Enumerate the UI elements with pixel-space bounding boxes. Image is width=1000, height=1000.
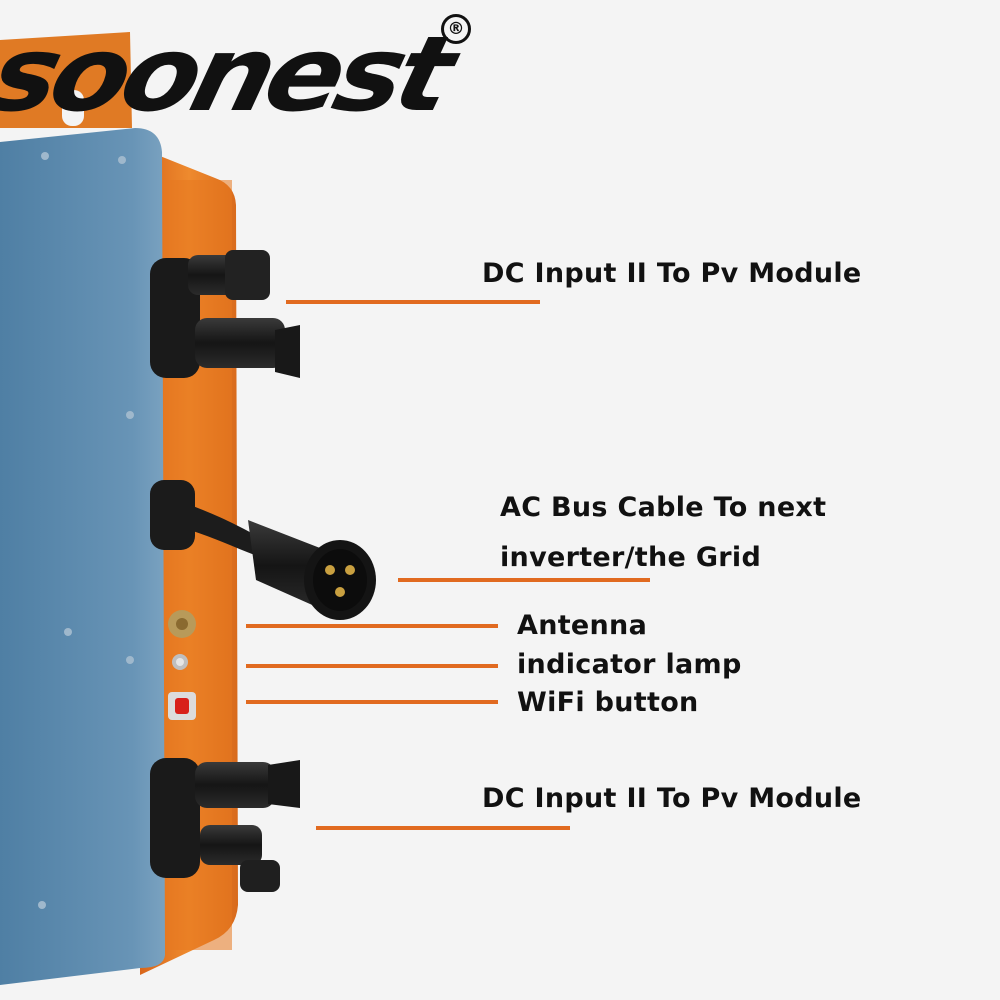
label-wifi-button: WiFi button	[517, 687, 699, 718]
label-dc-input-top: DC Input II To Pv Module	[482, 258, 862, 289]
registered-mark: ®	[441, 14, 471, 44]
ac-bus-cable	[150, 480, 376, 620]
label-dc-input-bottom: DC Input II To Pv Module	[482, 783, 862, 814]
brand-logo: soonest	[0, 13, 461, 135]
label-antenna: Antenna	[517, 610, 648, 641]
panel-screw	[41, 152, 49, 160]
label-ac-bus-line1: AC Bus Cable To next	[500, 492, 827, 523]
wifi-button	[168, 692, 196, 720]
panel-screw	[38, 901, 46, 909]
panel-screw	[126, 411, 134, 419]
dc-connector-bottom	[150, 758, 300, 892]
panel-screw	[118, 156, 126, 164]
dc-connector-top	[150, 250, 300, 378]
leader-dc-input-top	[286, 300, 540, 304]
leader-antenna	[246, 624, 498, 628]
label-ac-bus-line2: inverter/the Grid	[500, 542, 762, 573]
leader-indicator-lamp	[246, 664, 498, 668]
indicator-lamp	[172, 654, 188, 670]
panel-screw	[126, 656, 134, 664]
leader-ac-bus	[398, 578, 650, 582]
leader-wifi-button	[246, 700, 498, 704]
antenna-port	[168, 610, 196, 638]
blue-panel	[0, 128, 165, 985]
leader-dc-input-bottom	[316, 826, 570, 830]
label-indicator-lamp: indicator lamp	[517, 649, 742, 680]
mounting-tab	[0, 32, 132, 128]
panel-screw	[64, 628, 72, 636]
